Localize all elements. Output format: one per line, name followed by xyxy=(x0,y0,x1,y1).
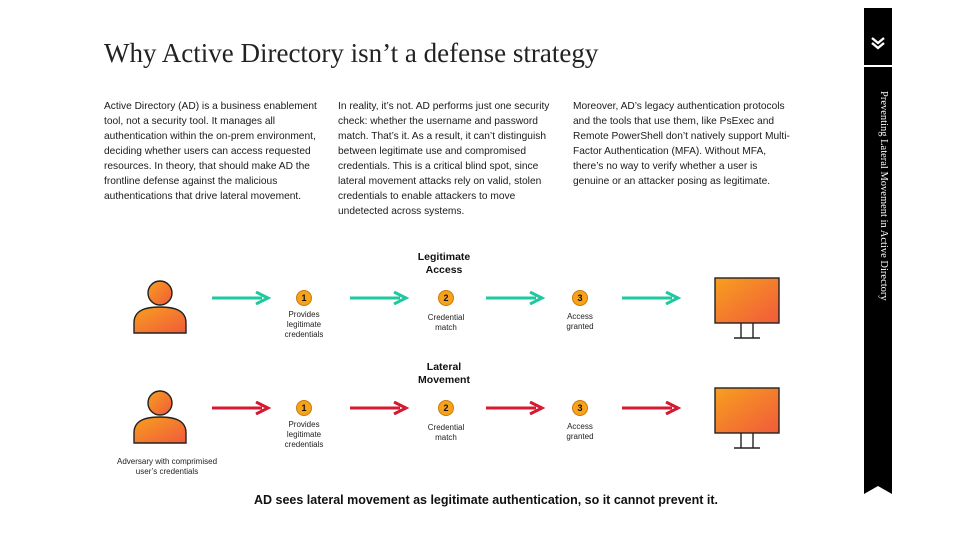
step-3-badge: 3 xyxy=(572,290,588,306)
page-title: Why Active Directory isn’t a defense str… xyxy=(104,38,599,68)
step-3-label: Access granted xyxy=(566,422,594,441)
step-1-label: Provides legitimate credentials xyxy=(284,420,324,449)
arrow-icon xyxy=(350,291,410,305)
step-2-badge: 2 xyxy=(438,400,454,416)
intro-column-2: In reality, it’s not. AD performs just o… xyxy=(338,101,550,217)
sidebar-tab: Preventing Lateral Movement in Active Di… xyxy=(864,8,892,494)
arrow-icon xyxy=(622,401,682,415)
arrow-icon xyxy=(212,401,272,415)
intro-column-3: Moreover, AD’s legacy authentication pro… xyxy=(573,101,790,187)
adversary-icon xyxy=(133,390,187,444)
step-3-label: Access granted xyxy=(566,312,594,331)
user-icon xyxy=(133,280,187,334)
monitor-icon xyxy=(714,387,780,449)
arrow-icon xyxy=(350,401,410,415)
monitor-icon xyxy=(714,277,780,339)
step-1-label: Provides legitimate credentials xyxy=(284,310,324,339)
step-2-label: Credential match xyxy=(427,423,465,442)
arrow-icon xyxy=(486,401,546,415)
step-1-badge: 1 xyxy=(296,400,312,416)
sidebar-background xyxy=(864,8,892,494)
double-chevron-down-icon xyxy=(871,37,885,50)
footer-summary: AD sees lateral movement as legitimate a… xyxy=(253,493,718,507)
arrow-icon xyxy=(622,291,682,305)
step-2-label: Credential match xyxy=(427,313,465,332)
step-1-badge: 1 xyxy=(296,290,312,306)
arrow-icon xyxy=(212,291,272,305)
arrow-icon xyxy=(486,291,546,305)
intro-column-1: Active Directory (AD) is a business enab… xyxy=(104,101,317,202)
legitimate-access-label: Legitimate Access xyxy=(417,251,471,276)
step-2-badge: 2 xyxy=(438,290,454,306)
sidebar-title: Preventing Lateral Movement in Active Di… xyxy=(878,91,889,301)
step-3-badge: 3 xyxy=(572,400,588,416)
lateral-movement-label: Lateral Movement xyxy=(418,361,470,386)
adversary-caption: Adversary with comprimised user’s creden… xyxy=(116,457,218,476)
